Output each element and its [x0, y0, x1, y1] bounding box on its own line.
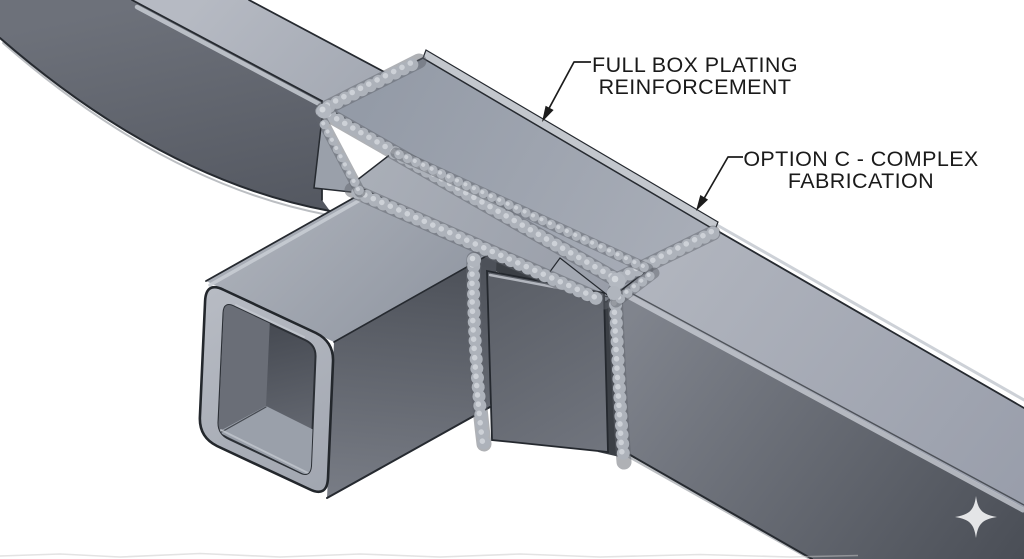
weld-beads — [317, 60, 714, 463]
callout1-arrowhead — [542, 105, 554, 122]
stub-interior-floor-edge — [218, 406, 267, 435]
right-beam-front-face — [618, 288, 1024, 559]
left-beam-top-edge — [131, 0, 323, 102]
weld-front-plate-right — [614, 290, 625, 463]
annotations: FULL BOX PLATING REINFORCEMENT OPTION C … — [542, 53, 978, 211]
callout2-line1: OPTION C - COMPLEX — [743, 147, 978, 171]
callout2-leader-line — [701, 156, 743, 203]
top-box-plate-thickness-edge — [422, 49, 719, 231]
reinforcement-plates — [313, 49, 719, 454]
main-beam-left — [0, 0, 391, 216]
stub-right-face — [327, 250, 497, 498]
stub-right-bottom-edge — [326, 406, 491, 499]
bottom-edge-artifact — [0, 552, 859, 558]
callout-option-c: OPTION C - COMPLEX FABRICATION — [696, 147, 978, 211]
callout1-line2: REINFORCEMENT — [599, 75, 792, 99]
left-beam-far-edge — [248, 0, 391, 76]
right-beam-top-edge-highlight — [619, 290, 1024, 513]
left-beam-bottom-edge — [0, 37, 331, 212]
right-beam-far-edge — [715, 229, 1024, 409]
main-beam-right — [617, 223, 1024, 559]
stub-top-left-edge — [205, 186, 374, 282]
right-beam-top-edge — [617, 285, 1024, 506]
right-beam-top-face — [618, 230, 1024, 508]
stub-inner-lip-highlight — [235, 304, 305, 338]
right-beam-far-edge-highlight — [715, 223, 1024, 402]
stub-interior-floor — [218, 406, 316, 474]
stub-top-left-edge-highlight — [208, 189, 378, 287]
right-beam-bottom-edge — [624, 451, 813, 559]
left-beam-edge-highlight — [134, 4, 326, 109]
callout2-arrowhead — [696, 195, 709, 211]
left-beam-bottom-sliver — [2, 42, 329, 216]
junction-cavity-shadow — [470, 250, 624, 458]
callout-full-box-plating: FULL BOX PLATING REINFORCEMENT — [542, 53, 798, 122]
sparkle-icon — [955, 496, 997, 538]
stub-interior-floor-highlight — [220, 429, 311, 474]
callout1-line1: FULL BOX PLATING — [592, 53, 798, 77]
left-beam-front-face — [0, 0, 330, 211]
callout2-line2: FABRICATION — [788, 169, 934, 193]
callout1-leader-line — [545, 61, 591, 115]
right-beam-bottom-sliver — [627, 455, 812, 559]
left-beam-top-face — [132, 0, 390, 104]
weld-corner-blobs — [316, 103, 626, 300]
